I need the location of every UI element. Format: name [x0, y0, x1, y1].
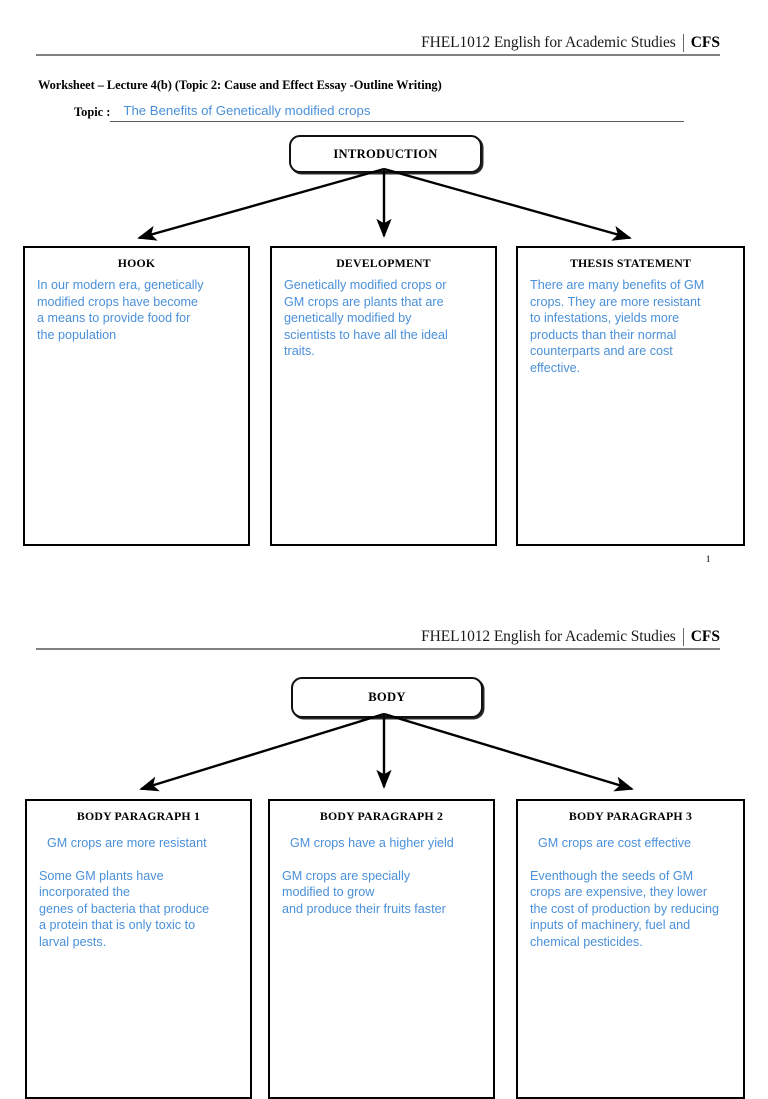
topic-input-line[interactable]: The Benefits of Genetically modified cro… [110, 102, 684, 122]
box-thesis-statement[interactable]: THESIS STATEMENT There are many benefits… [516, 246, 745, 546]
box-body-paragraph-3[interactable]: BODY PARAGRAPH 3 GM crops are cost effec… [516, 799, 745, 1099]
node-introduction-label: INTRODUCTION [333, 146, 438, 161]
header-divider [682, 34, 684, 52]
box-development[interactable]: DEVELOPMENT Genetically modified crops o… [270, 246, 497, 546]
box-hook[interactable]: HOOK In our modern era, genetically modi… [23, 246, 250, 546]
box-body-paragraph-2-topic-sentence[interactable]: GM crops have a higher yield [290, 836, 454, 850]
box-body-paragraph-1-body[interactable]: Some GM plants have incorporated the gen… [39, 868, 210, 949]
box-body-paragraph-3-title: BODY PARAGRAPH 3 [568, 809, 693, 823]
node-introduction[interactable]: INTRODUCTION [289, 135, 482, 173]
box-hook-body[interactable]: In our modern era, genetically modified … [37, 278, 204, 342]
header-course-title: FHEL1012 English for Academic Studies [421, 34, 676, 51]
box-body-paragraph-3-topic-sentence[interactable]: GM crops are cost effective [538, 836, 692, 850]
connector-arrows-introduction [137, 168, 632, 241]
header-rule-2 [36, 648, 720, 650]
header-unit-label: CFS [690, 34, 720, 51]
document-header-page2: FHEL1012 English for Academic Studies CF… [36, 628, 720, 650]
topic-label: Topic : [74, 105, 111, 119]
box-body-paragraph-2-title: BODY PARAGRAPH 2 [319, 809, 444, 823]
box-body-paragraph-2[interactable]: BODY PARAGRAPH 2 GM crops have a higher … [268, 799, 495, 1099]
page-number: 1 [706, 554, 711, 564]
worksheet-title: Worksheet – Lecture 4(b) (Topic 2: Cause… [38, 78, 442, 92]
header-unit-label-2: CFS [690, 628, 720, 645]
node-body[interactable]: BODY [291, 677, 483, 718]
box-thesis-statement-body[interactable]: There are many benefits of GM crops. The… [530, 278, 705, 375]
box-thesis-statement-title: THESIS STATEMENT [569, 256, 692, 270]
worksheet-page: FHEL1012 English for Academic Studies CF… [23, 34, 745, 1099]
node-body-label: BODY [368, 690, 406, 704]
box-development-body[interactable]: Genetically modified crops or GM crops a… [284, 278, 448, 359]
document-header-page1: FHEL1012 English for Academic Studies CF… [36, 34, 720, 56]
box-body-paragraph-1[interactable]: BODY PARAGRAPH 1 GM crops are more resis… [25, 799, 252, 1099]
box-body-paragraph-1-topic-sentence[interactable]: GM crops are more resistant [47, 836, 207, 850]
box-body-paragraph-2-body[interactable]: GM crops are specially modified to grow … [282, 868, 446, 916]
header-rule [36, 54, 720, 56]
topic-value: The Benefits of Genetically modified cro… [123, 103, 371, 118]
connector-arrows-body [139, 713, 634, 792]
box-development-title: DEVELOPMENT [336, 256, 431, 270]
header-divider-2 [682, 628, 684, 646]
box-hook-title: HOOK [117, 256, 156, 270]
topic-row: Topic : The Benefits of Genetically modi… [74, 102, 684, 122]
header-course-title-2: FHEL1012 English for Academic Studies [421, 628, 676, 645]
box-body-paragraph-1-title: BODY PARAGRAPH 1 [76, 809, 201, 823]
box-body-paragraph-3-body[interactable]: Eventhough the seeds of GM crops are exp… [530, 868, 720, 949]
